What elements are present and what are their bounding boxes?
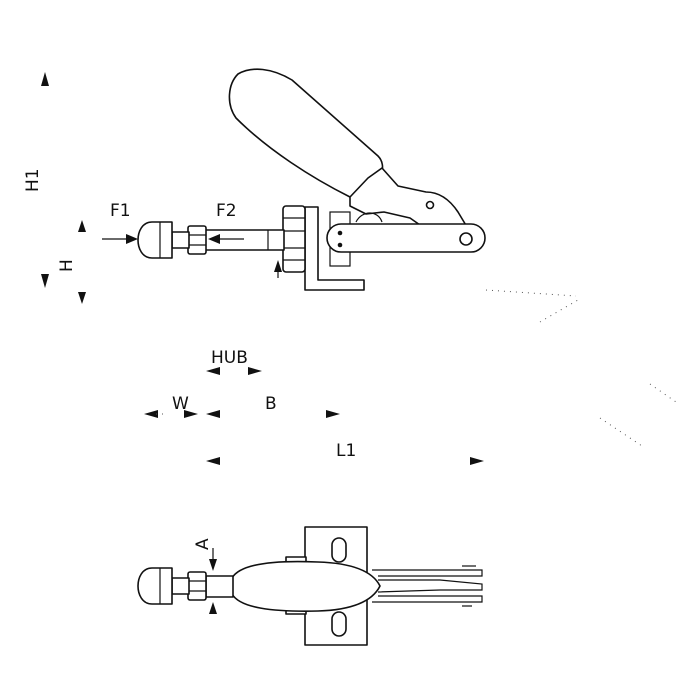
link-pin-1 <box>337 230 343 236</box>
hub-arrow-left <box>206 367 220 375</box>
plunger-neck <box>171 231 190 249</box>
dimension-arrows <box>41 72 484 614</box>
handle-pivot-hole <box>425 200 435 210</box>
force-arrows <box>102 234 282 278</box>
hub-arrow-right <box>248 367 262 375</box>
h-arrow-top <box>78 220 86 232</box>
pressure-tip <box>137 221 173 259</box>
label-hub: HUB <box>211 348 248 368</box>
toggle-link <box>326 223 486 253</box>
top-handle-body <box>231 560 381 612</box>
lower-slot <box>331 611 347 637</box>
w-arrow-right <box>184 410 198 418</box>
upper-slot <box>331 537 347 563</box>
pivot-cam <box>355 212 383 223</box>
l1-arrow-right <box>470 457 484 465</box>
top-view <box>137 526 483 646</box>
b-arrow-left <box>206 410 220 418</box>
side-view <box>137 68 486 291</box>
b-arrow-right <box>326 410 340 418</box>
label-h1: H1 <box>23 168 43 192</box>
handle-arm <box>349 167 471 233</box>
h1-arrow-bottom <box>41 274 49 288</box>
fork-arm-3 <box>372 595 483 603</box>
label-a: A <box>193 538 213 550</box>
label-b: B <box>265 394 277 414</box>
top-pressure-tip <box>137 567 173 605</box>
h-reference-arrow <box>274 260 282 272</box>
f1-arrowhead <box>126 234 138 244</box>
mounting-bracket <box>304 206 365 291</box>
dimension-labels: H1 H F1 F2 HUB W B L1 A <box>23 168 356 550</box>
fork-arm-2 <box>377 579 483 593</box>
top-shaft <box>205 575 234 598</box>
handle-grip <box>228 68 384 198</box>
h-arrow-bottom <box>78 292 86 304</box>
a-arrow-bottom <box>209 602 217 614</box>
label-w: W <box>172 394 189 414</box>
link-pin-2 <box>337 242 343 248</box>
link-end-hole <box>459 232 473 246</box>
top-neck <box>171 577 190 595</box>
background-speckles <box>485 289 677 447</box>
label-f1: F1 <box>110 201 131 221</box>
l1-arrow-left <box>206 457 220 465</box>
a-arrow-top <box>209 559 217 571</box>
top-collar <box>187 571 207 601</box>
w-arrow-left <box>144 410 158 418</box>
label-h: H <box>57 259 77 272</box>
label-f2: F2 <box>216 201 237 221</box>
plunger-collar <box>187 225 207 255</box>
f2-arrowhead <box>208 234 220 244</box>
label-l1: L1 <box>336 441 356 461</box>
fork-arm-1 <box>372 569 483 577</box>
hex-nut <box>282 205 306 273</box>
h1-arrow-top <box>41 72 49 86</box>
